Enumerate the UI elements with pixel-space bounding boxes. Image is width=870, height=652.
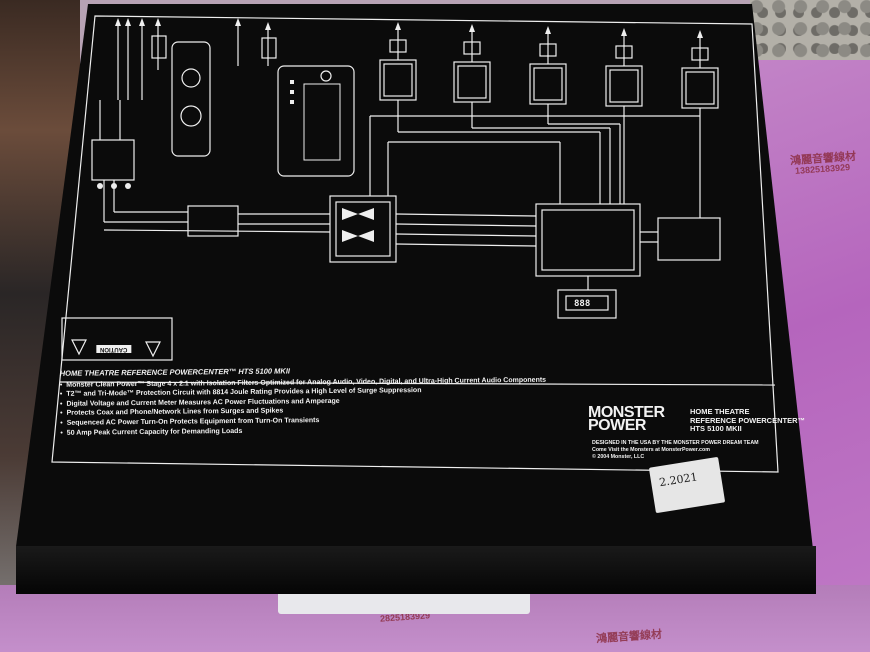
caution-label: CAUTION	[96, 345, 132, 353]
brand-logo-line2: POWER	[588, 417, 646, 434]
credit-block: DESIGNED IN THE USA BY THE MONSTER POWER…	[592, 440, 759, 461]
product-line: HTS 5100 MKII	[690, 424, 742, 433]
brand-logo-line1: MONSTER	[588, 404, 665, 421]
credit-line: Come Visit the Monsters at MonsterPower.…	[592, 447, 710, 453]
credit-line: DESIGNED IN THE USA BY THE MONSTER POWER…	[592, 440, 759, 446]
product-name: HOME THEATRE REFERENCE POWERCENTER™ HTS …	[690, 407, 806, 434]
device-foot	[278, 590, 530, 614]
credit-line: © 2004 Monster, LLC	[592, 454, 645, 460]
brand-logo: MONSTER POWER	[588, 404, 665, 434]
device-front-edge	[16, 546, 816, 594]
product-line: REFERENCE POWERCENTER™	[690, 415, 806, 425]
feature-list: HOME THEATRE REFERENCE POWERCENTER™ HTS …	[60, 363, 601, 438]
meter-display: 888	[574, 299, 591, 309]
product-line: HOME THEATRE	[690, 407, 750, 416]
panel-border	[51, 15, 779, 473]
sticker-text: 2.2021	[658, 470, 699, 490]
